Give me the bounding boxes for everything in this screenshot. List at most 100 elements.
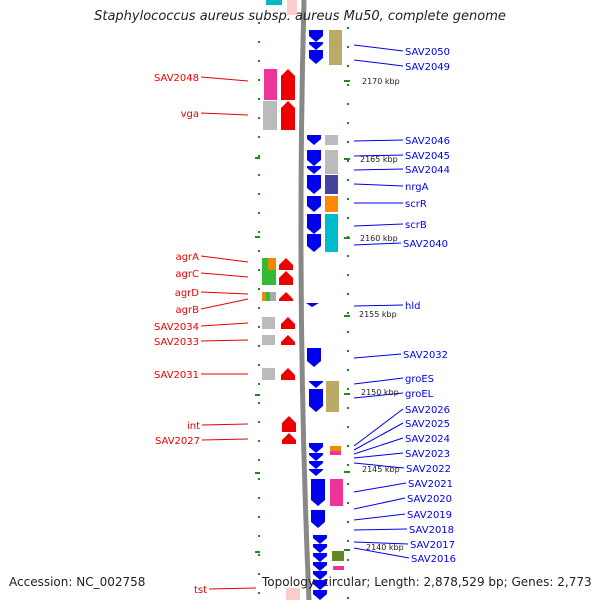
tick-mark-left [258,573,260,575]
gene-label-right: groEL [405,389,434,400]
gene-block [264,69,277,100]
genome-backbone [298,0,312,600]
reverse-gene-arrow [309,469,323,476]
gene-label-left: SAV2034 [154,322,199,333]
tick-mark-left [258,345,260,347]
forward-gene-arrow [279,258,293,270]
tick-mark-left [258,212,260,214]
gene-block [329,30,342,65]
gene-block [333,566,344,570]
gene-label-left: SAV2031 [154,370,199,381]
leader-line-left [200,112,249,116]
tick-mark-right [347,160,349,162]
tick-mark-right [347,559,349,561]
scale-label: 2145 kbp [362,465,400,474]
gene-block [263,101,277,130]
tick-mark-left [258,79,260,81]
leader-line-left [201,423,249,426]
leader-line-right [353,377,404,385]
tick-mark-left [258,554,260,556]
tick-mark-left [258,592,260,594]
leader-line-left [200,322,249,327]
accession-label: Accession: NC_002758 [9,575,146,589]
tick-major-right [344,158,350,160]
reverse-gene-arrow [313,562,327,571]
gene-label-right: SAV2040 [403,239,448,250]
tick-mark-right [347,293,349,295]
tick-mark-right [347,46,349,48]
gene-label-left: agrB [176,305,200,316]
reverse-gene-arrow [313,571,327,580]
gene-block [262,292,266,301]
gene-block [325,135,338,145]
reverse-gene-arrow [306,303,319,307]
tick-mark-left [258,383,260,385]
gene-label-left: SAV2048 [154,73,199,84]
gene-label-right: SAV2044 [405,165,450,176]
tick-mark-left [258,326,260,328]
reverse-gene-arrow [313,590,327,600]
tick-mark-right [347,217,349,219]
leader-line-right [353,392,404,399]
leader-line-right [353,223,404,227]
leader-line-right [353,497,406,510]
leader-line-right [353,408,404,447]
gene-label-left: tst [194,585,207,596]
forward-gene-arrow [281,317,295,329]
tick-mark-left [258,288,260,290]
forward-gene-arrow [279,292,293,301]
gene-block [262,335,275,345]
leader-line-left [200,291,249,295]
forward-gene-arrow [282,416,296,432]
tick-mark-left [258,231,260,233]
tick-mark-right [347,369,349,371]
tick-mark-right [347,141,349,143]
tick-mark-right [347,122,349,124]
tick-mark-left [258,440,260,442]
gene-block [286,588,300,600]
topology-label: Topology: circular; Length: 2,878,529 bp… [262,575,592,589]
gene-label-right: scrR [405,199,427,210]
gene-label-right: SAV2032 [403,350,448,361]
leader-line-left [201,438,249,441]
reverse-gene-arrow [311,479,325,506]
tick-mark-left [258,364,260,366]
tick-major-left [255,236,260,238]
gene-block [268,258,276,270]
leader-line-right [353,541,409,545]
reverse-gene-arrow [307,150,321,166]
gene-label-left: agrD [175,288,200,299]
tick-mark-left [258,22,260,24]
gene-label-right: SAV2045 [405,151,450,162]
tick-mark-right [347,179,349,181]
gene-block [325,196,338,212]
tick-mark-left [258,516,260,518]
scale-label: 2155 kbp [359,310,397,319]
scale-label: 2150 kbp [361,388,399,397]
gene-label-right: SAV2022 [406,464,451,475]
reverse-gene-arrow [309,443,323,453]
gene-block [262,317,275,329]
gene-label-right: SAV2023 [405,449,450,460]
reverse-gene-arrow [307,214,321,234]
gene-block [325,214,338,252]
tick-mark-right [347,312,349,314]
tick-mark-right [347,426,349,428]
tick-mark-right [347,407,349,409]
leader-line-right [353,154,404,157]
reverse-gene-arrow [307,234,321,252]
gene-block [266,292,270,301]
tick-mark-left [258,269,260,271]
leader-line-right [353,422,404,451]
leader-line-right [353,304,404,307]
gene-label-right: SAV2049 [405,62,450,73]
forward-gene-arrow [281,368,295,380]
gene-label-right: SAV2021 [408,479,453,490]
forward-gene-arrow [281,69,295,100]
leader-line-left [200,339,249,342]
gene-block [287,0,297,15]
leader-line-right [353,242,402,246]
reverse-gene-arrow [307,196,321,212]
leader-line-left [200,298,249,310]
reverse-gene-arrow [307,166,321,174]
